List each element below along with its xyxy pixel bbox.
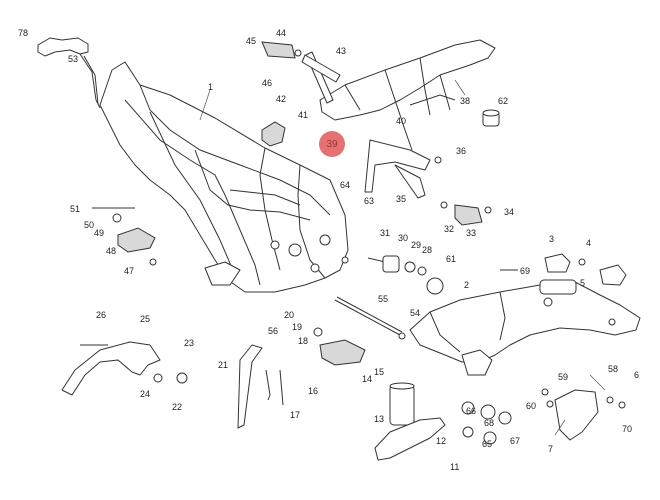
part-13-tube (389, 382, 415, 426)
callout-label-5: 5 (580, 278, 586, 288)
callout-label-13: 13 (374, 414, 385, 424)
callout-label-14: 14 (362, 374, 373, 384)
callout-label-62: 62 (498, 96, 509, 106)
callout-label-43: 43 (336, 46, 347, 56)
callout-label-41: 41 (298, 110, 309, 120)
part-35-bracket (364, 139, 442, 199)
callout-label-7: 7 (548, 444, 554, 454)
callout-label-66: 66 (466, 406, 477, 416)
callout-label-54: 54 (410, 308, 421, 318)
callout-label-33: 33 (466, 228, 477, 238)
part-7-guard (541, 388, 626, 441)
part-2-swingarm (409, 279, 641, 376)
callout-label-11: 11 (450, 462, 460, 472)
part-78-bracket (37, 37, 101, 109)
callout-label-63: 63 (364, 196, 375, 206)
parts-65-68-bushings (461, 401, 512, 445)
part-12-chain-guide (374, 417, 446, 461)
callout-label-65: 65 (482, 439, 493, 449)
callout-label-26: 26 (96, 310, 107, 320)
part-1-main-frame (99, 61, 349, 293)
callout-label-24: 24 (140, 389, 151, 399)
callout-label-48: 48 (106, 246, 117, 256)
callout-label-21: 21 (218, 360, 229, 370)
callout-label-60: 60 (526, 401, 537, 411)
callout-label-70: 70 (622, 424, 633, 434)
callout-label-61: 61 (446, 254, 457, 264)
callout-label-53: 53 (68, 54, 79, 64)
callout-label-68: 68 (484, 418, 495, 428)
callout-label-51: 51 (70, 204, 81, 214)
part-43-strut (301, 51, 341, 104)
callout-label-30: 30 (398, 233, 409, 243)
callout-label-31: 31 (380, 228, 391, 238)
callout-label-34: 34 (504, 207, 515, 217)
part-25-brake-pedal (61, 341, 188, 396)
part-62-bushing (482, 109, 500, 127)
callout-label-12: 12 (436, 436, 447, 446)
callout-label-38: 38 (460, 96, 471, 106)
callout-label-2: 2 (464, 280, 470, 290)
callout-label-29: 29 (411, 240, 422, 250)
part-55-axle (334, 296, 406, 340)
callout-label-64: 64 (340, 180, 351, 190)
callout-label-15: 15 (374, 367, 385, 377)
callout-label-16: 16 (308, 386, 319, 396)
callout-label-45: 45 (246, 36, 257, 46)
callout-label-50: 50 (84, 220, 95, 230)
part-48-footpeg (92, 207, 157, 266)
callout-label-23: 23 (184, 338, 195, 348)
part-21-sidestand (237, 344, 284, 429)
part-15-footpeg (313, 327, 366, 366)
callout-label-3: 3 (549, 234, 555, 244)
callout-label-40: 40 (396, 116, 407, 126)
callout-label-19: 19 (292, 322, 303, 332)
part-3-adjuster (500, 253, 627, 286)
callout-label-78: 78 (18, 28, 29, 38)
callout-label-44: 44 (276, 28, 287, 38)
callout-label-58: 58 (608, 364, 619, 374)
callout-label-28: 28 (422, 245, 433, 255)
callout-label-49: 49 (94, 228, 105, 238)
callout-label-6: 6 (634, 370, 640, 380)
callout-label-20: 20 (284, 310, 295, 320)
callout-label-47: 47 (124, 266, 135, 276)
parts-28-31-spacers (367, 255, 444, 295)
callout-label-67: 67 (510, 436, 521, 446)
callout-label-32: 32 (444, 224, 455, 234)
callout-label-17: 17 (290, 410, 301, 420)
callout-label-1: 1 (208, 82, 214, 92)
part-38-subframe (319, 39, 496, 151)
callout-label-22: 22 (172, 402, 183, 412)
callout-label-4: 4 (586, 238, 592, 248)
callout-label-56: 56 (268, 326, 279, 336)
callout-label-59: 59 (558, 372, 569, 382)
part-33-footpeg (440, 201, 492, 226)
part-45-bracket (261, 41, 302, 59)
callout-label-42: 42 (276, 94, 287, 104)
callout-label-18: 18 (298, 336, 309, 346)
callout-label-35: 35 (396, 194, 407, 204)
leader-lines (199, 79, 606, 436)
callout-label-55: 55 (378, 294, 389, 304)
callout-label-25: 25 (140, 314, 151, 324)
callout-label-46: 46 (262, 78, 273, 88)
highlight-marker-39[interactable]: 39 (319, 131, 345, 157)
callout-label-36: 36 (456, 146, 467, 156)
callout-label-69: 69 (520, 266, 531, 276)
